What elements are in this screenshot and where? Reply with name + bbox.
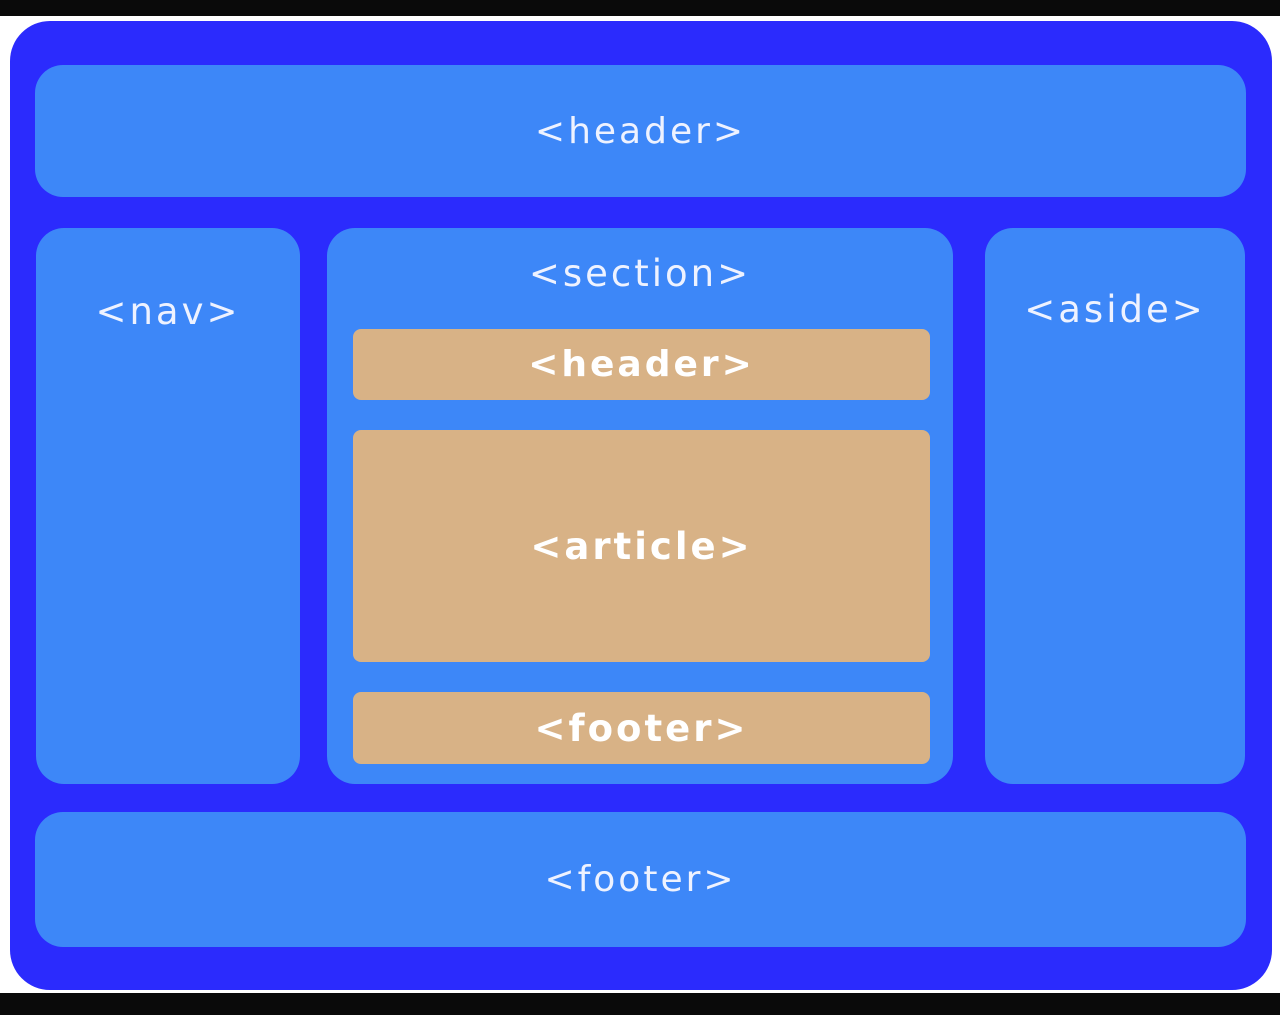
- footer-label: <footer>: [544, 859, 737, 900]
- section-footer-block: <footer>: [353, 692, 930, 764]
- footer-region: <footer>: [35, 812, 1246, 947]
- section-header-label: <header>: [528, 344, 755, 385]
- section-footer-label: <footer>: [534, 706, 749, 750]
- section-label: <section>: [528, 252, 752, 295]
- aside-region: <aside>: [985, 228, 1245, 784]
- section-article-block: <article>: [353, 430, 930, 662]
- header-region: <header>: [35, 65, 1246, 197]
- nav-label: <nav>: [95, 290, 241, 333]
- bottom-frame-bar: [0, 993, 1280, 1015]
- aside-label: <aside>: [1024, 288, 1206, 331]
- section-header-block: <header>: [353, 329, 930, 400]
- section-article-label: <article>: [530, 524, 753, 568]
- top-frame-bar: [0, 0, 1280, 16]
- header-label: <header>: [534, 110, 747, 152]
- nav-region: <nav>: [36, 228, 300, 784]
